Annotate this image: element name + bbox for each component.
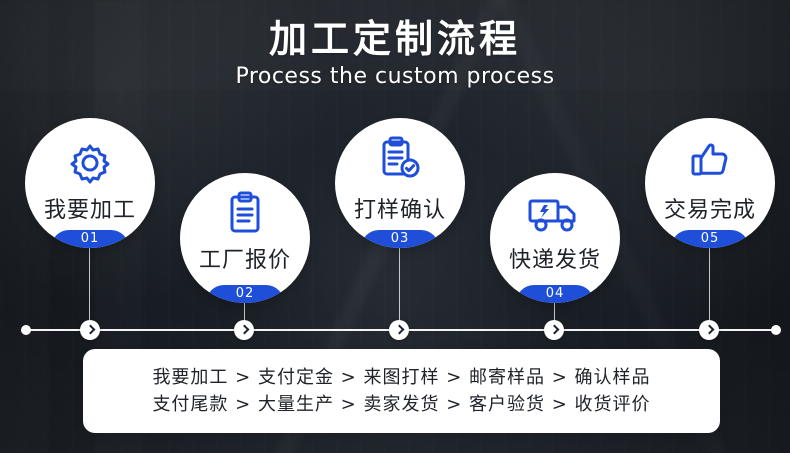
clipboard-icon — [227, 191, 263, 237]
step-card-2: 工厂报价 02 — [180, 173, 310, 303]
step-number-4: 04 — [545, 286, 565, 301]
step-card-4: 快递发货 04 — [490, 173, 620, 303]
step-number-3: 03 — [390, 231, 410, 246]
step-card-1: 我要加工 01 — [25, 118, 155, 248]
timeline-arrow-3 — [389, 320, 409, 340]
page-subtitle: Process the custom process — [235, 64, 555, 89]
timeline-arrow-2 — [234, 320, 254, 340]
step-number-badge-5: 05 — [671, 230, 749, 248]
step-number-badge-2: 02 — [206, 285, 284, 303]
step-connector-5 — [709, 248, 710, 322]
header: 加工定制流程 Process the custom process — [0, 18, 790, 90]
timeline-start-dot — [21, 325, 31, 335]
step-number-2: 02 — [235, 286, 255, 301]
thumbs-up-icon — [687, 136, 733, 182]
page-title: 加工定制流程 — [268, 17, 521, 61]
process-summary-line-2: 支付尾款 > 大量生产 > 卖家发货 > 客户验货 > 收货评价 — [152, 394, 651, 415]
step-number-badge-4: 04 — [516, 285, 594, 303]
step-number-badge-1: 01 — [51, 230, 129, 248]
step-label-5: 交易完成 — [663, 198, 756, 223]
step-connector-4 — [554, 302, 555, 322]
timeline-arrow-4 — [544, 320, 564, 340]
step-connector-1 — [89, 248, 90, 322]
timeline-arrow-5 — [699, 320, 719, 340]
process-summary-line-1: 我要加工 > 支付定金 > 来图打样 > 邮寄样品 > 确认样品 — [152, 367, 651, 388]
process-summary-card: 我要加工 > 支付定金 > 来图打样 > 邮寄样品 > 确认样品 支付尾款 > … — [83, 349, 720, 433]
gear-icon — [67, 140, 113, 186]
document-check-icon — [377, 136, 423, 182]
step-connector-3 — [399, 248, 400, 322]
timeline-end-dot — [771, 325, 781, 335]
step-card-3: 打样确认 03 — [335, 118, 465, 248]
step-label-4: 快递发货 — [508, 248, 601, 273]
step-number-badge-3: 03 — [361, 230, 439, 248]
step-number-5: 05 — [700, 231, 720, 246]
step-connector-2 — [244, 302, 245, 322]
step-label-1: 我要加工 — [43, 198, 136, 223]
step-card-5: 交易完成 05 — [645, 118, 775, 248]
process-timeline — [21, 320, 781, 340]
delivery-truck-icon — [526, 195, 584, 235]
step-number-1: 01 — [80, 231, 100, 246]
step-label-2: 工厂报价 — [198, 248, 291, 273]
timeline-arrow-1 — [80, 320, 100, 340]
step-label-3: 打样确认 — [353, 198, 446, 223]
